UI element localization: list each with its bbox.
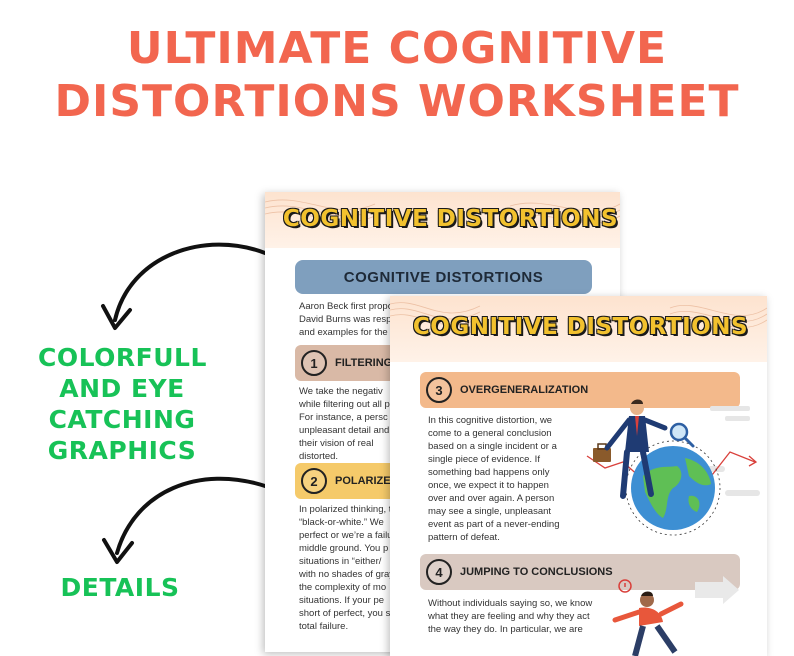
text-line: total failure. bbox=[299, 620, 394, 633]
text-line: “black-or-white.” We bbox=[299, 516, 394, 529]
section-title: OVERGENERALIZATION bbox=[460, 384, 588, 396]
text-line: the way they do. In particular, we are bbox=[428, 623, 592, 636]
alert-icon bbox=[619, 580, 631, 592]
page-header-title: COGNITIVE DISTORTIONS bbox=[392, 314, 767, 340]
text-line: with no shades of gray bbox=[299, 568, 394, 581]
text-line: Without individuals saying so, we know bbox=[428, 597, 592, 610]
arrow-to-details-icon bbox=[104, 479, 265, 562]
details-label-text: DETAILS bbox=[55, 572, 185, 603]
text-line: what they are feeling and why they act bbox=[428, 610, 592, 623]
page-header: COGNITIVE DISTORTIONS bbox=[390, 296, 767, 362]
graphics-label-line: COLORFULL bbox=[38, 342, 206, 373]
section-number-circle: 4 bbox=[426, 559, 452, 585]
section-title: FILTERING bbox=[335, 357, 392, 369]
text-line: event as part of a never-ending bbox=[428, 518, 560, 531]
section-text-polarized: In polarized thinking, t “black-or-white… bbox=[299, 503, 394, 633]
text-line: David Burns was resp bbox=[299, 313, 395, 326]
graphics-label: COLORFULL AND EYE CATCHING GRAPHICS bbox=[38, 342, 206, 466]
section-text-jumping: Without individuals saying so, we know w… bbox=[428, 597, 592, 636]
graphics-label-line: GRAPHICS bbox=[38, 435, 206, 466]
text-line: may see a single, unpleasant bbox=[428, 505, 560, 518]
text-line: once, we expect it to happen bbox=[428, 479, 560, 492]
text-line: In polarized thinking, t bbox=[299, 503, 394, 516]
text-line: short of perfect, you s bbox=[299, 607, 394, 620]
text-line: come to a general conclusion bbox=[428, 427, 560, 440]
text-line: unpleasant detail and bbox=[299, 424, 390, 437]
text-line: while filtering out all p bbox=[299, 398, 390, 411]
section-text-overgeneralization: In this cognitive distortion, we come to… bbox=[428, 414, 560, 544]
worksheet-page-front: COGNITIVE DISTORTIONS 3 OVERGENERALIZATI… bbox=[390, 296, 767, 656]
text-line: over and over again. A person bbox=[428, 492, 560, 505]
text-line: In this cognitive distortion, we bbox=[428, 414, 560, 427]
running-man-illustration bbox=[605, 564, 745, 656]
text-line: the complexity of mo bbox=[299, 581, 394, 594]
section-text-filtering: We take the negativ while filtering out … bbox=[299, 385, 390, 463]
text-line: situations. If your pe bbox=[299, 594, 394, 607]
section-number-circle: 3 bbox=[426, 377, 452, 403]
businessman-globe-illustration bbox=[585, 396, 765, 546]
graphics-label-line: AND EYE bbox=[38, 373, 206, 404]
text-line: pattern of defeat. bbox=[428, 531, 560, 544]
main-title: ULTIMATE COGNITIVE DISTORTIONS WORKSHEET bbox=[0, 22, 794, 128]
text-line: and examples for the c bbox=[299, 326, 395, 339]
details-label: DETAILS bbox=[55, 572, 185, 603]
section-title: JUMPING TO CONCLUSIONS bbox=[460, 566, 613, 578]
graphics-label-line: CATCHING bbox=[38, 404, 206, 435]
magnifier-icon bbox=[671, 424, 693, 446]
main-title-line-2: DISTORTIONS WORKSHEET bbox=[0, 75, 794, 128]
text-line: distorted. bbox=[299, 450, 390, 463]
running-man-figure bbox=[615, 592, 681, 656]
text-line: middle ground. You p bbox=[299, 542, 394, 555]
title-banner-label: COGNITIVE DISTORTIONS bbox=[295, 269, 592, 286]
section-number-circle: 1 bbox=[301, 350, 327, 376]
arrow-to-graphics-icon bbox=[103, 245, 265, 328]
text-line: single piece of evidence. If bbox=[428, 453, 560, 466]
text-line: their vision of real bbox=[299, 437, 390, 450]
section-number-circle: 2 bbox=[301, 468, 327, 494]
title-banner: COGNITIVE DISTORTIONS bbox=[295, 260, 592, 294]
page-header-title: COGNITIVE DISTORTIONS bbox=[273, 206, 620, 232]
text-line: something bad happens only bbox=[428, 466, 560, 479]
intro-text: Aaron Beck first propo David Burns was r… bbox=[299, 300, 395, 339]
text-line: We take the negativ bbox=[299, 385, 390, 398]
main-title-line-1: ULTIMATE COGNITIVE bbox=[0, 22, 794, 75]
text-line: situations in “either/ bbox=[299, 555, 394, 568]
page-header: COGNITIVE DISTORTIONS bbox=[265, 192, 620, 248]
text-line: based on a single incident or a bbox=[428, 440, 560, 453]
text-line: Aaron Beck first propo bbox=[299, 300, 395, 313]
text-line: perfect or we’re a failu bbox=[299, 529, 394, 542]
text-line: For instance, a persc bbox=[299, 411, 390, 424]
